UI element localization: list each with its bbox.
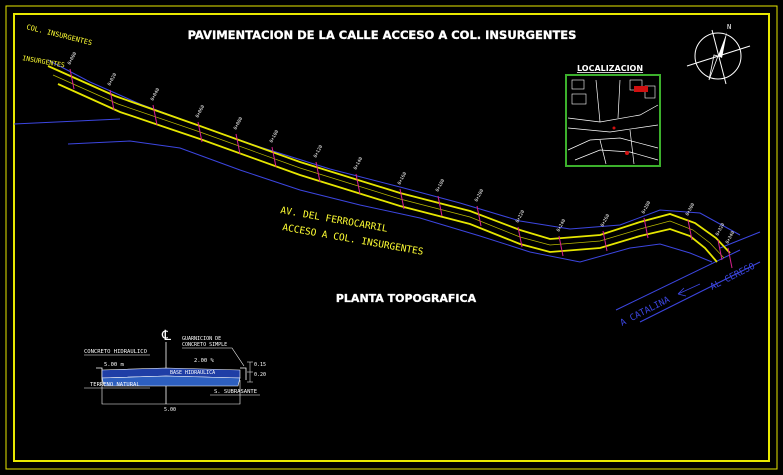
section-centerline: ℄	[161, 328, 171, 344]
station-group: 0+000 0+020 0+040 0+060 0+080 0+100 0+120 0+140…	[66, 51, 736, 269]
label-a-catalina: A CATALINA	[619, 295, 672, 329]
station-label: 0+280	[640, 200, 652, 215]
section-terreno: TERRENO NATURAL	[90, 382, 140, 388]
section-bottom-dim: 5.00	[164, 407, 176, 413]
station-tick	[517, 226, 523, 248]
section-dim-1: 0.15	[254, 362, 266, 368]
station-tick	[687, 219, 693, 241]
station-tick	[558, 235, 564, 257]
section-base: BASE HIDRAULICA	[170, 370, 215, 376]
road-edge-north	[47, 65, 731, 254]
station-label: 0+340	[724, 230, 736, 245]
station-tick	[315, 161, 321, 183]
station-label: 0+180	[434, 178, 446, 193]
north-arrow-icon	[686, 29, 751, 85]
label-col-insurgentes: COL. INSURGENTES	[26, 23, 93, 47]
station-tick	[152, 104, 158, 126]
station-tick	[235, 133, 241, 155]
station-label: 0+120	[312, 144, 324, 159]
station-tick	[399, 188, 405, 210]
station-tick	[717, 239, 723, 261]
direction-arrow	[677, 283, 701, 297]
station-label: 0+060	[194, 104, 206, 119]
section-subrasante: S. SUBRASANTE	[214, 389, 257, 395]
section-guarnicion-2: CONCRETO SIMPLE	[182, 342, 227, 348]
location-inset: LOCALIZACION	[565, 64, 661, 167]
station-label: 0+100	[268, 129, 280, 144]
station-label: 0+200	[473, 188, 485, 203]
station-tick	[643, 217, 649, 239]
station-tick	[109, 89, 115, 111]
station-label: 0+260	[599, 213, 611, 228]
station-tick	[355, 173, 361, 195]
station-label: 0+000	[66, 51, 78, 66]
cereso-road-lines	[615, 231, 761, 323]
outer-frame	[5, 5, 778, 470]
road-edge-south	[57, 83, 718, 263]
drawing-subtitle: PLANTA TOPOGRAFICA	[336, 292, 477, 305]
station-tick	[476, 205, 482, 227]
label-insurgentes: INSURGENTES	[22, 54, 66, 69]
station-tick	[602, 230, 608, 252]
station-label: 0+040	[149, 87, 161, 102]
station-label: 0+140	[352, 156, 364, 171]
location-title: LOCALIZACION	[577, 64, 643, 73]
station-label: 0+300	[684, 202, 696, 217]
north-label: N	[727, 23, 731, 31]
section-width-top: 5.00 m	[104, 362, 125, 368]
station-tick	[437, 195, 443, 217]
typical-section: ℄ CONCRETO HIDRAULICO GUARNICION DE CONC…	[84, 328, 266, 413]
section-dim-2: 0.20	[254, 372, 266, 378]
station-tick	[727, 247, 733, 269]
road-centerline	[52, 74, 725, 259]
station-label: 0+160	[396, 171, 408, 186]
station-tick	[271, 146, 277, 168]
station-label: 0+320	[714, 222, 726, 237]
section-concreto: CONCRETO HIDRAULICO	[84, 349, 147, 355]
label-al-cereso: AL CERESO	[709, 262, 757, 293]
station-label: 0+220	[514, 209, 526, 224]
station-tick	[69, 68, 75, 90]
station-label: 0+080	[232, 116, 244, 131]
station-label: 0+240	[555, 218, 567, 233]
station-tick	[197, 121, 203, 143]
section-width-mid: 2.00 %	[194, 358, 215, 364]
drawing-title: PAVIMENTACION DE LA CALLE ACCESO A COL. …	[188, 28, 577, 42]
inner-frame	[13, 13, 770, 462]
station-label: 0+020	[106, 72, 118, 87]
section-guarnicion-1: GUARNICION DE	[182, 336, 221, 342]
row-boundary-south	[67, 140, 713, 263]
